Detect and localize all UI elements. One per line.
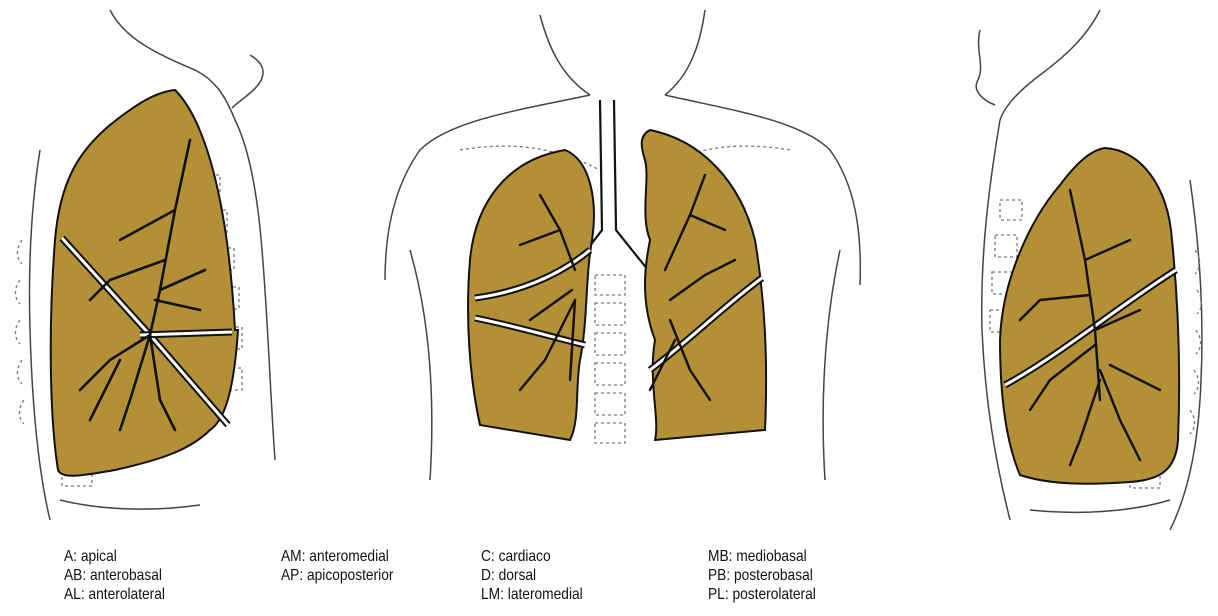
legend-column-3: C: cardiaco D: dorsal LM: lateromedial	[481, 547, 583, 604]
body-outline-center	[385, 10, 860, 480]
legend-item-mediobasal: MB: mediobasal	[708, 547, 816, 566]
legend-item-anteromedial: AM: anteromedial	[281, 547, 393, 566]
lateral-view-right	[976, 10, 1202, 530]
legend-item-apicoposterior: AP: apicoposterior	[281, 566, 393, 585]
legend-item-anterobasal: AB: anterobasal	[64, 566, 165, 585]
lung-right	[1000, 148, 1179, 484]
legend-item-posterobasal: PB: posterobasal	[708, 566, 816, 585]
frontal-view-center	[385, 10, 860, 480]
legend-item-dorsal: D: dorsal	[481, 566, 583, 585]
legend-column-4: MB: mediobasal PB: posterobasal PL: post…	[708, 547, 816, 604]
legend-column-2: AM: anteromedial AP: apicoposterior	[281, 547, 393, 585]
legend-item-anterolateral: AL: anterolateral	[64, 585, 165, 604]
legend-item-apical: A: apical	[64, 547, 165, 566]
legend-item-posterolateral: PL: posterolateral	[708, 585, 816, 604]
lung-left	[51, 90, 238, 476]
legend-item-lateromedial: LM: lateromedial	[481, 585, 583, 604]
lung-lobes-figure	[0, 0, 1218, 540]
legend-column-1: A: apical AB: anterobasal AL: anterolate…	[64, 547, 165, 604]
legend-item-cardiaco: C: cardiaco	[481, 547, 583, 566]
lateral-view-left	[16, 10, 276, 520]
